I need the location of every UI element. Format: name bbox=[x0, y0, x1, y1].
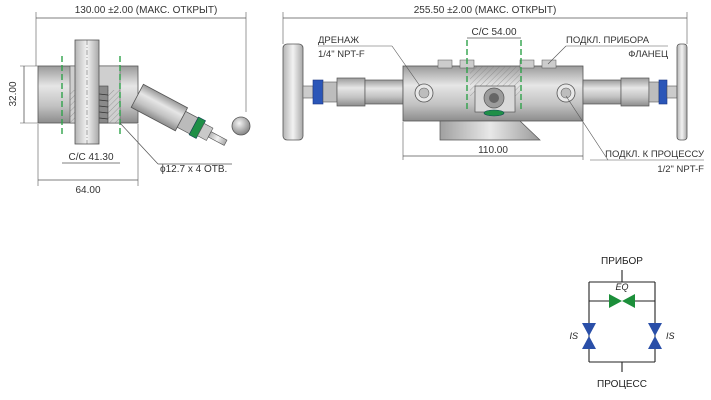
front-view: 255.50 ±2.00 (МАКС. ОТКРЫТ) bbox=[282, 5, 705, 175]
side-dim-height: 32.00 bbox=[8, 81, 19, 106]
front-process-thread: 1/2" NPT-F bbox=[657, 164, 704, 175]
side-dim-cc: C/C 41.30 bbox=[68, 152, 113, 163]
front-dim-cc: C/C 54.00 bbox=[471, 27, 516, 38]
is-right-valve-label: IS bbox=[666, 331, 675, 341]
eq-valve-label: EQ bbox=[615, 282, 628, 292]
front-eq-green-ring bbox=[483, 109, 505, 117]
front-dim-top: 255.50 ±2.00 (МАКС. ОТКРЫТ) bbox=[414, 5, 557, 16]
schematic-bottom-label: ПРОЦЕСС bbox=[597, 379, 647, 390]
front-drain-thread: 1/4" NPT-F bbox=[318, 49, 365, 60]
side-view: 130.00 ±2.00 (МАКС. ОТКРЫТ) 32.00 bbox=[8, 5, 251, 196]
side-valve-bonnet bbox=[130, 83, 228, 146]
front-process-label: ПОДКЛ. К ПРОЦЕССУ bbox=[605, 149, 705, 160]
front-flange-label: ФЛАНЕЦ bbox=[628, 49, 668, 60]
front-left-handle bbox=[282, 43, 304, 141]
is-left-valve-label: IS bbox=[569, 331, 578, 341]
side-handle-ball bbox=[231, 116, 251, 136]
front-dim-body: 110.00 bbox=[478, 145, 508, 156]
is-left-valve-icon bbox=[582, 323, 596, 349]
front-drain-label: ДРЕНАЖ bbox=[318, 35, 359, 46]
side-dim-width: 64.00 bbox=[75, 185, 100, 196]
side-dim-holes: ϕ12.7 x 4 ОТВ. bbox=[160, 164, 227, 175]
schematic: ПРИБОР ПРОЦЕСС EQ IS IS bbox=[569, 256, 674, 390]
schematic-top-label: ПРИБОР bbox=[601, 256, 643, 267]
eq-valve-icon bbox=[609, 294, 635, 308]
front-instrument-label: ПОДКЛ. ПРИБОРА bbox=[566, 35, 650, 46]
side-dim-top: 130.00 ±2.00 (МАКС. ОТКРЫТ) bbox=[75, 5, 218, 16]
front-right-blue-ring bbox=[658, 79, 668, 105]
front-left-blue-ring bbox=[312, 79, 324, 105]
front-right-handle bbox=[676, 43, 688, 141]
is-right-valve-icon bbox=[648, 323, 662, 349]
front-bottom-stem bbox=[439, 120, 541, 141]
